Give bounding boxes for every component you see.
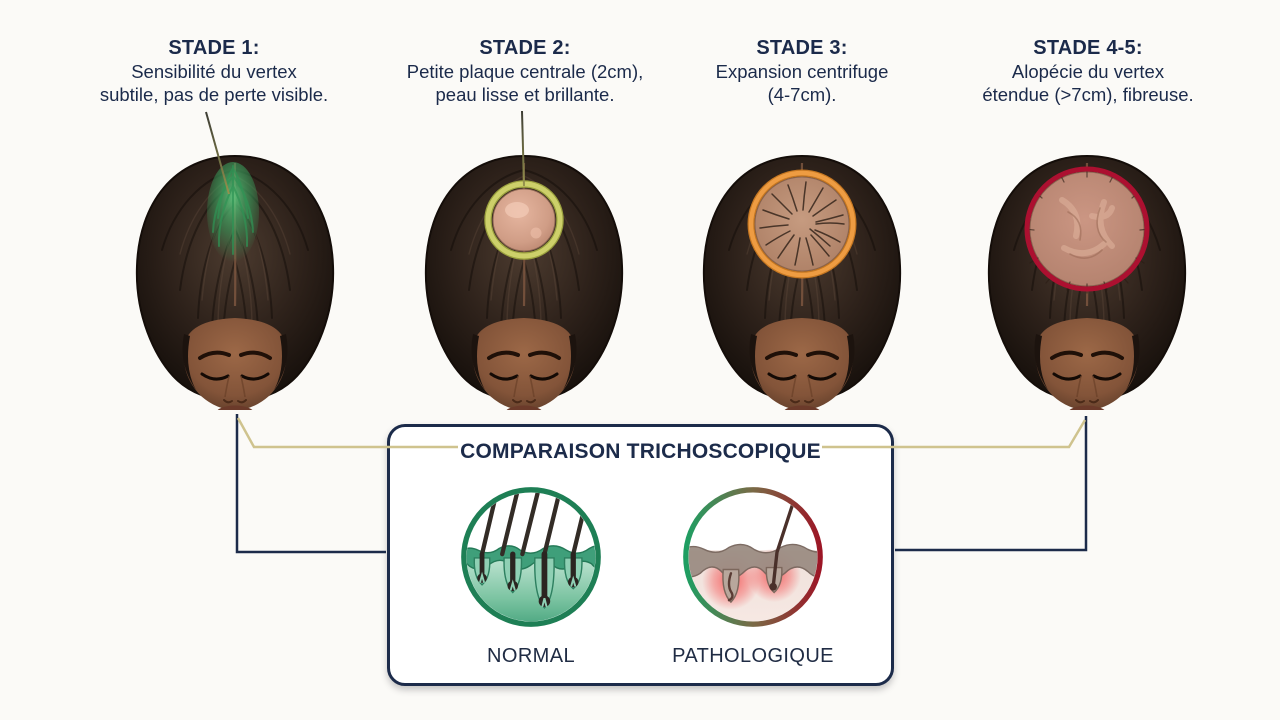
pathological-trichoscopy-illustration [683, 487, 823, 627]
stage-2-head-illustration [423, 154, 625, 410]
normal-label: NORMAL [487, 645, 575, 667]
stage-1-description: Sensibilité du vertex subtile, pas de pe… [99, 61, 329, 105]
pathological-label: PATHOLOGIQUE [672, 645, 834, 667]
stage-3-label: STADE 3: Expansion centrifuge (4-7cm). [686, 36, 918, 107]
stage-4-5-description: Alopécie du vertex étendue (>7cm), fibre… [982, 61, 1194, 105]
stage-2-description: Petite plaque centrale (2cm), peau lisse… [406, 61, 644, 105]
normal-trichoscopy-illustration [461, 487, 601, 627]
stage-3-description: Expansion centrifuge (4-7cm). [715, 61, 889, 105]
stage-3-title: STADE 3: [756, 37, 848, 59]
stage-1-title: STADE 1: [168, 37, 260, 59]
stage-4-5-head-illustration [986, 154, 1188, 410]
stage-1-label: STADE 1: Sensibilité du vertex subtile, … [89, 36, 339, 107]
trichoscopy-comparison-panel: COMPARAISON TRICHOSCOPIQUE [387, 424, 894, 686]
stage-4-5-title: STADE 4-5: [1033, 37, 1143, 59]
right-bracket-line [895, 416, 1088, 552]
stage-2-label: STADE 2: Petite plaque centrale (2cm), p… [389, 36, 661, 107]
stage-1-head-illustration [134, 154, 336, 410]
left-bracket-line [235, 414, 386, 554]
stage-4-5-label: STADE 4-5: Alopécie du vertex étendue (>… [964, 36, 1212, 107]
stage-3-head-illustration [701, 154, 903, 410]
stage-2-title: STADE 2: [479, 37, 571, 59]
comparison-title: COMPARAISON TRICHOSCOPIQUE [460, 440, 821, 463]
